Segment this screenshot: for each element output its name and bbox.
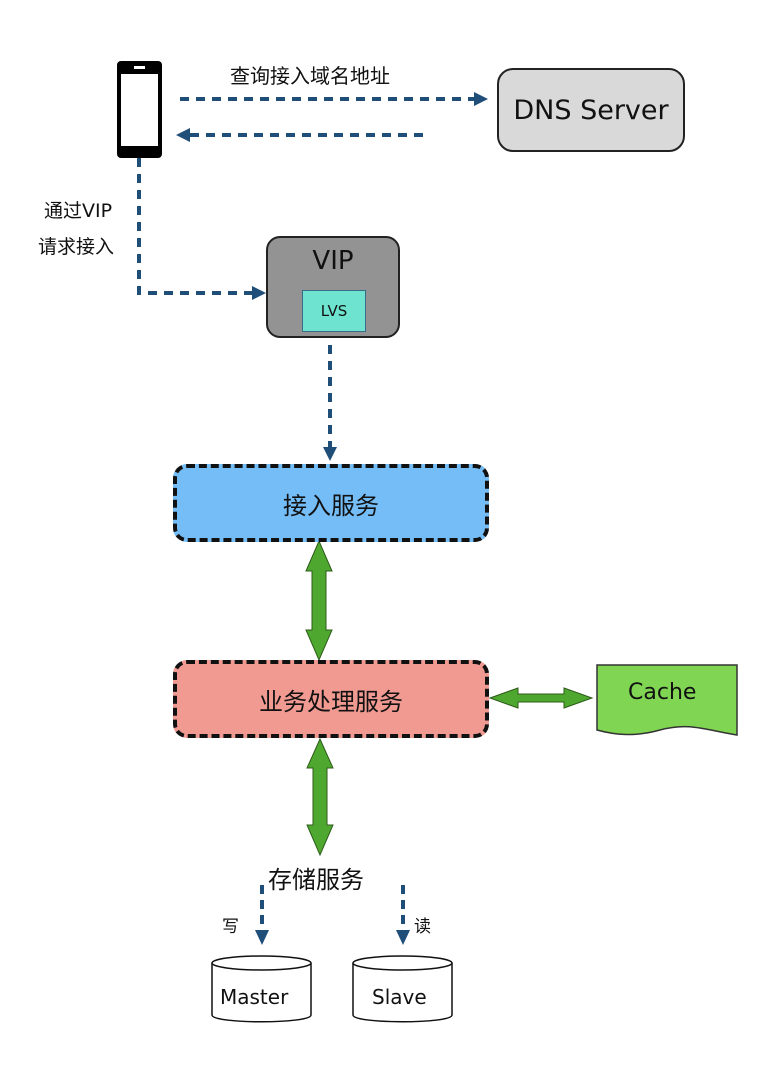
dns-query-arrowhead — [474, 92, 488, 106]
lvs-label: LVS — [320, 302, 348, 320]
dns-server-label: DNS Server — [513, 94, 669, 126]
access-service-label: 接入服务 — [283, 491, 379, 520]
dns-query-label: 查询接入域名地址 — [230, 64, 390, 88]
vip-to-access-arrowhead — [323, 447, 337, 461]
vip-label: VIP — [312, 246, 354, 276]
read-arrowhead — [396, 930, 410, 945]
business-cache-double-arrow — [488, 687, 594, 709]
master-label: Master — [220, 985, 289, 1009]
business-storage-double-arrow — [306, 737, 334, 857]
slave-label: Slave — [372, 985, 427, 1009]
vip-request-label-line1: 通过VIP — [44, 200, 113, 222]
storage-service-label: 存储服务 — [268, 866, 364, 894]
cache-node-shape — [596, 664, 738, 736]
business-service-label: 业务处理服务 — [259, 687, 403, 716]
phone-to-vip-arrow — [137, 158, 252, 295]
dns-response-arrowhead — [176, 128, 190, 142]
write-arrowhead — [255, 930, 269, 945]
write-label: 写 — [222, 917, 239, 937]
lvs-node: LVS — [302, 290, 366, 332]
access-business-double-arrow — [305, 539, 333, 662]
mobile-phone-icon — [117, 61, 162, 158]
dns-server-node: DNS Server — [497, 68, 685, 152]
read-label: 读 — [414, 917, 431, 937]
master-db-icon — [211, 955, 312, 1023]
vip-node: VIP LVS — [266, 236, 400, 338]
phone-to-vip-arrowhead — [252, 286, 266, 300]
access-service-node: 接入服务 — [173, 464, 489, 542]
vip-request-label-line2: 请求接入 — [38, 236, 115, 258]
slave-db-icon — [352, 955, 453, 1023]
cache-label: Cache — [628, 680, 697, 705]
business-service-node: 业务处理服务 — [173, 660, 489, 738]
